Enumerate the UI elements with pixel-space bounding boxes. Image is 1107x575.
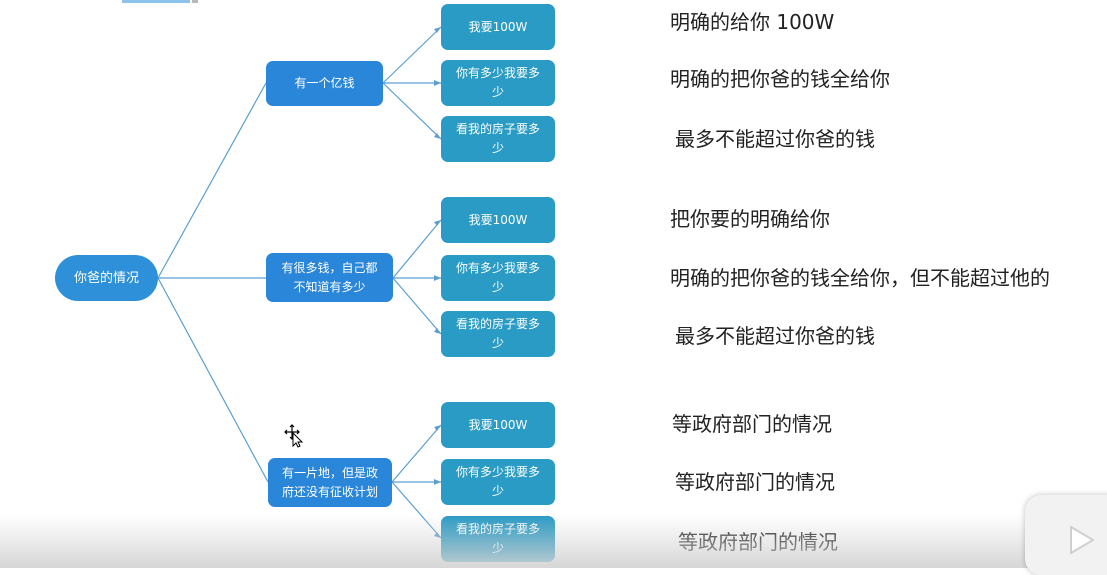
note-text: 明确的把你爸的钱全给你，但不能超过他的 — [670, 266, 1050, 290]
leaf-node-3-2[interactable]: 你有多少我要多 少 — [441, 459, 555, 505]
root-node-label: 你爸的情况 — [73, 270, 139, 286]
leaf-node-2-1[interactable]: 我要100W — [441, 197, 555, 243]
note-text: 等政府部门的情况 — [672, 412, 832, 436]
leaf-node-label: 我要100W — [468, 19, 528, 34]
branch-node-1[interactable]: 有一个亿钱 — [266, 61, 383, 106]
leaf-node-3-1[interactable]: 我要100W — [441, 402, 555, 448]
leaf-node-label-line-1: 你有多少我要多 — [455, 465, 540, 479]
branch-node-2[interactable]: 有很多钱，自己都 不知道有多少 — [266, 253, 393, 302]
arrowhead — [434, 133, 441, 139]
note-text: 最多不能超过你爸的钱 — [675, 324, 875, 348]
root-node[interactable]: 你爸的情况 — [55, 255, 158, 301]
edge-root-branch-3 — [157, 277, 269, 483]
note-text: 等政府部门的情况 — [678, 530, 838, 554]
leaf-node-label-line-1: 看我的房子要多 — [455, 122, 540, 136]
leaf-node-label-line-2: 少 — [491, 336, 504, 350]
leaf-node-label-line-2: 少 — [491, 141, 504, 155]
edge-root-branch-1 — [157, 82, 267, 279]
note-text: 明确的把你爸的钱全给你 — [670, 67, 890, 91]
note-text: 明确的给你 100W — [670, 10, 835, 34]
arrowhead — [434, 220, 441, 226]
edge-b2-leaf-1 — [392, 219, 442, 279]
arrowhead — [434, 275, 441, 281]
leaf-node-2-2[interactable]: 你有多少我要多 少 — [441, 255, 555, 301]
branch-node-3[interactable]: 有一片地，但是政 府还没有征收计划 — [268, 458, 392, 507]
note-text: 等政府部门的情况 — [675, 470, 835, 494]
edge-b3-leaf-3 — [391, 481, 442, 539]
leaf-node-label: 我要100W — [468, 417, 528, 432]
leaf-node-1-3[interactable]: 看我的房子要多 少 — [441, 116, 555, 162]
arrowhead — [434, 532, 441, 538]
arrowhead — [434, 328, 441, 334]
arrowhead — [434, 425, 441, 431]
leaf-node-label-line-1: 你有多少我要多 — [455, 261, 540, 275]
leaf-node-label-line-1: 你有多少我要多 — [455, 66, 540, 80]
leaf-node-label-line-2: 少 — [491, 541, 504, 555]
leaf-node-label-line-2: 少 — [491, 280, 504, 294]
arrowhead — [434, 80, 441, 86]
move-cursor-icon — [284, 424, 306, 452]
edge-b1-leaf-3 — [382, 82, 442, 140]
leaf-node-2-3[interactable]: 看我的房子要多 少 — [441, 311, 555, 357]
note-text: 最多不能超过你爸的钱 — [675, 127, 875, 151]
selection-mark — [122, 0, 190, 3]
branch-node-label-line-2: 府还没有征收计划 — [281, 484, 378, 499]
leaf-node-3-3[interactable]: 看我的房子要多 少 — [441, 516, 555, 562]
arrowhead — [434, 27, 441, 33]
leaf-node-label: 我要100W — [468, 212, 528, 227]
edge-b3-leaf-1 — [391, 424, 442, 483]
selection-handle — [192, 0, 198, 3]
branch-node-label-line-1: 有很多钱，自己都 — [281, 260, 378, 275]
play-icon — [1070, 525, 1095, 555]
note-text: 把你要的明确给你 — [670, 207, 830, 231]
leaf-node-1-1[interactable]: 我要100W — [441, 4, 555, 50]
edge-b2-leaf-3 — [392, 277, 442, 335]
video-overlay-button[interactable] — [1025, 495, 1107, 575]
branch-node-label-line-1: 有一片地，但是政 — [281, 465, 378, 480]
arrowhead — [434, 479, 441, 485]
branch-node-label-line-2: 不知道有多少 — [293, 279, 366, 294]
edge-b1-leaf-1 — [382, 26, 442, 84]
leaf-node-label-line-2: 少 — [491, 85, 504, 99]
leaf-node-1-2[interactable]: 你有多少我要多 少 — [441, 60, 555, 106]
leaf-node-label-line-1: 看我的房子要多 — [455, 522, 540, 536]
branch-node-label: 有一个亿钱 — [294, 76, 355, 90]
leaf-node-label-line-2: 少 — [491, 484, 504, 498]
leaf-node-label-line-1: 看我的房子要多 — [455, 317, 540, 331]
